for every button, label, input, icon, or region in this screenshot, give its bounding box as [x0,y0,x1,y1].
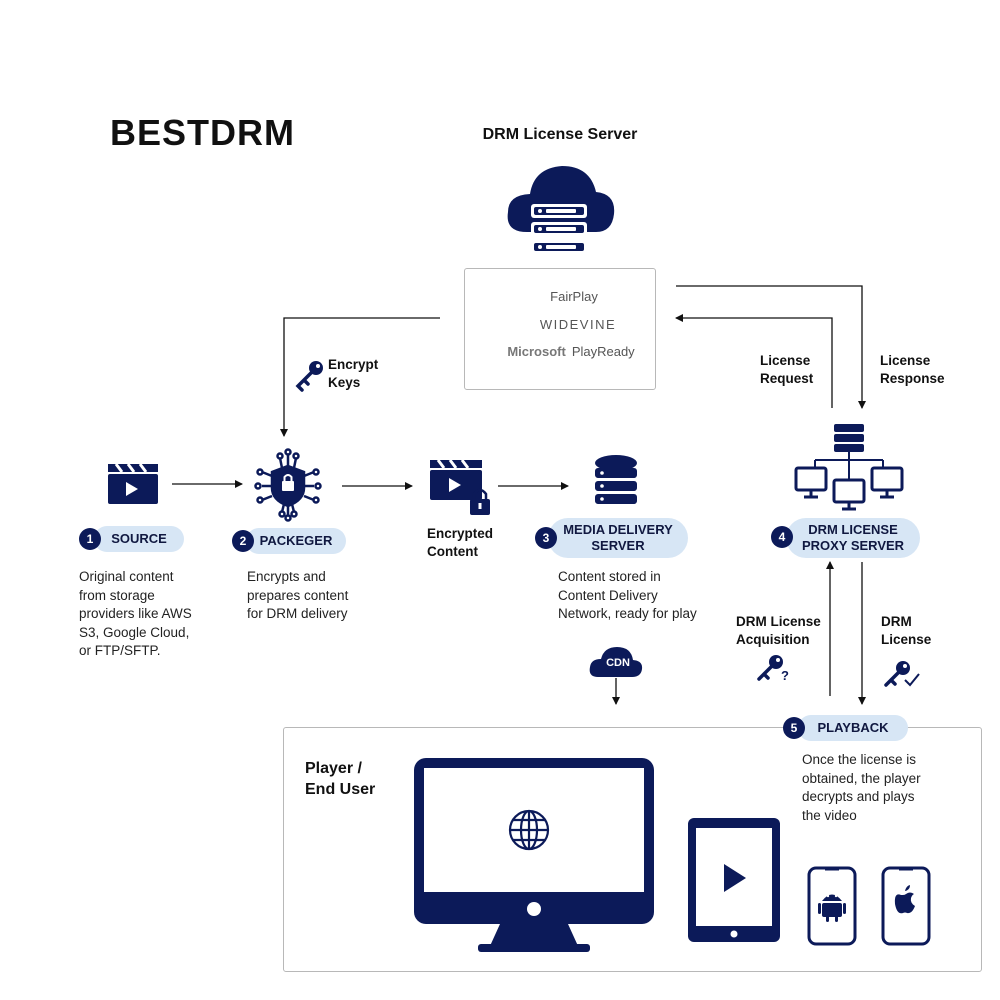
shield-lock-icon [254,448,322,522]
key-icon [295,361,323,392]
provider-playready: Microsoft PlayReady [465,344,655,359]
provider-widevine: WIDEVINE [465,317,655,332]
step-5-badge: 5 [783,717,805,739]
cloud-server-icon [507,166,615,254]
playready-label: PlayReady [571,344,635,359]
step-3-badge: 3 [535,527,557,549]
database-icon [595,455,637,504]
arrow-license-response [676,285,866,409]
provider-fairplay: FairPlay [465,289,655,304]
brand-logo: BESTDRM [110,112,295,153]
svg-text:?: ? [781,668,789,683]
fairplay-label: FairPlay [550,289,598,304]
player-title: Player /End User [305,760,376,798]
clapperboard-icon [108,463,158,504]
arrow-license-request [675,314,833,408]
server-network-icon [794,424,904,511]
step-source-pill: SOURCE [94,526,184,552]
globe-icon [508,809,550,851]
step-playback-pill: PLAYBACK [798,715,908,741]
iphone-icon [881,866,931,946]
license-server-title: DRM License Server [482,126,638,143]
arrow-encrypt-keys [280,317,440,437]
step-2-badge: 2 [232,530,254,552]
widevine-label: WIDEVINE [539,317,617,332]
step-1-badge: 1 [79,528,101,550]
tablet-icon [688,818,780,942]
step-packager-pill: PACKEGER [246,528,346,554]
microsoft-label: Microsoft [507,344,566,359]
cdn-label: CDN [606,657,630,669]
step-4-badge: 4 [771,526,793,548]
key-question-icon: ? [757,655,789,683]
license-providers-box: FairPlay WIDEVINE Microsoft PlayReady [464,268,656,390]
encrypted-clapperboard-icon [430,459,490,515]
player-end-user-panel [283,727,982,972]
key-check-icon [884,661,920,687]
android-phone-icon [807,866,857,946]
cdn-cloud-icon [589,647,643,677]
